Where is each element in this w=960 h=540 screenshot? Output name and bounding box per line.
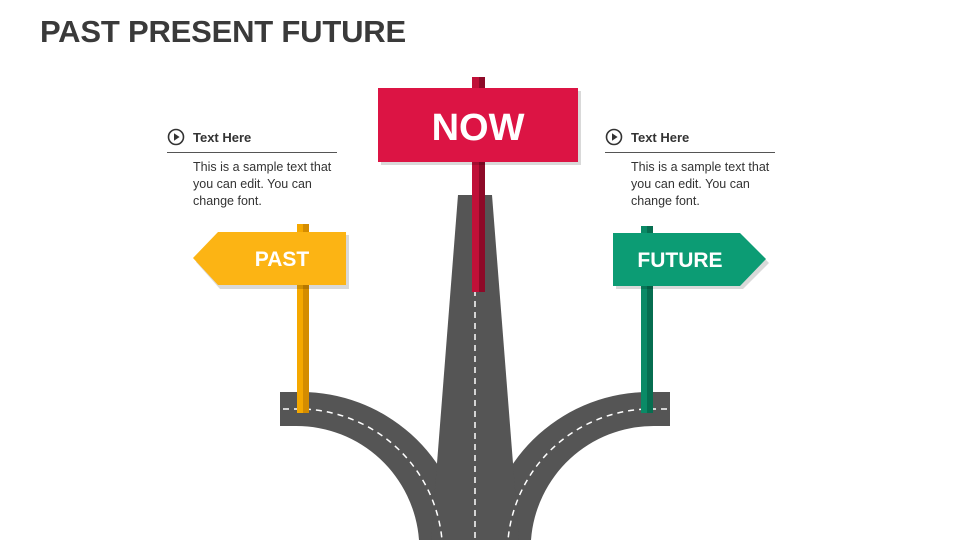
future-sign: FUTURE (613, 226, 769, 413)
future-sign-label: FUTURE (637, 249, 722, 272)
callout-right: Text Here This is a sample text that you… (605, 128, 775, 210)
callout-right-body: This is a sample text that you can edit.… (631, 160, 770, 208)
past-sign-label: PAST (255, 248, 310, 271)
road-left (280, 391, 465, 540)
future-sign-post-shade (647, 226, 653, 413)
play-circle-icon (605, 128, 623, 146)
road-right (485, 391, 670, 540)
play-circle-icon (167, 128, 185, 146)
lane-marking-left (283, 408, 443, 540)
past-sign-post-shade (303, 224, 309, 413)
now-sign-board (378, 88, 578, 162)
slide-title: PAST PRESENT FUTURE (40, 14, 406, 49)
lane-marking-right (507, 408, 667, 540)
callout-left: Text Here This is a sample text that you… (167, 128, 337, 210)
now-sign-post-shade (479, 77, 485, 292)
past-sign-board (193, 232, 346, 285)
now-sign-label: NOW (432, 107, 525, 149)
past-sign: PAST (193, 224, 349, 413)
future-sign-board (613, 233, 766, 286)
callout-left-heading: Text Here (193, 129, 252, 145)
callout-left-header: Text Here (167, 128, 337, 153)
now-sign: NOW (378, 77, 581, 292)
callout-left-body: This is a sample text that you can edit.… (193, 160, 332, 208)
road-network (280, 195, 670, 540)
callout-right-heading: Text Here (631, 129, 690, 145)
callout-right-header: Text Here (605, 128, 775, 153)
